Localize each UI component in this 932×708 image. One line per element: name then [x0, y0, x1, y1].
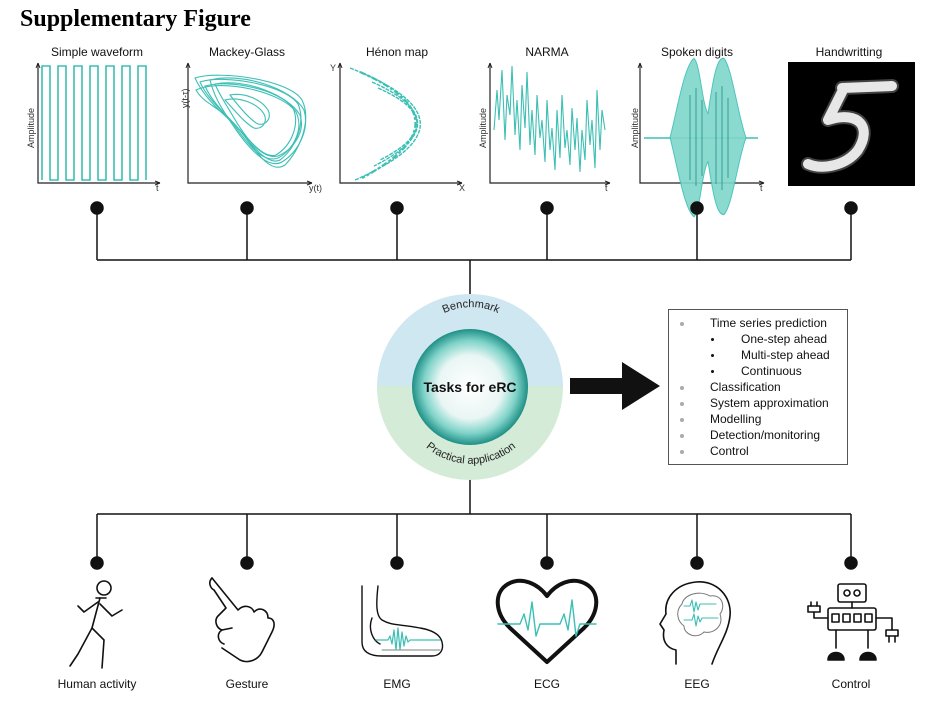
panel-title-handwriting: Handwritting: [815, 45, 883, 59]
panel-title-spoken-digits: Spoken digits: [660, 45, 734, 59]
grey-bullet-icon: [680, 386, 684, 390]
simple-waveform-xlabel: t: [156, 183, 159, 193]
spoken-digits-xlabel: t: [760, 183, 763, 193]
robot-icon: [807, 583, 899, 661]
task-list-item: Control: [710, 444, 749, 458]
application-connectors: [90, 480, 858, 570]
henon-map-plot: [337, 62, 463, 186]
panel-title-simple-waveform: Simple waveform: [50, 45, 144, 59]
panel-title-narma: NARMA: [525, 45, 569, 59]
grey-bullet-icon: [680, 322, 684, 326]
task-list-item: System approximation: [710, 396, 829, 410]
grey-bullet-icon: [680, 434, 684, 438]
panel-title-mackey-glass: Mackey-Glass: [208, 45, 285, 59]
task-list-item: Detection/monitoring: [710, 428, 821, 442]
panel-title-henon-map: Hénon map: [365, 45, 429, 59]
task-list-subitem: One-step ahead: [741, 332, 828, 346]
label-human-activity: Human activity: [57, 677, 137, 691]
grey-bullet-icon: [680, 418, 684, 422]
black-bullet-icon: [711, 338, 714, 341]
label-ecg: ECG: [533, 677, 560, 691]
handwriting-image: [788, 62, 915, 186]
right-arrow-icon: [570, 362, 660, 410]
spoken-digits-plot: [637, 57, 765, 218]
task-list-subitem: Multi-step ahead: [741, 348, 830, 362]
figure-title: Supplementary Figure: [20, 6, 251, 32]
henon-map-xlabel: X: [459, 183, 466, 193]
grey-bullet-icon: [680, 450, 684, 454]
benchmark-connectors: [90, 201, 858, 302]
mackey-glass-plot: [185, 62, 313, 186]
black-bullet-icon: [711, 370, 714, 373]
black-bullet-icon: [711, 354, 714, 357]
label-control: Control: [831, 677, 871, 691]
center-hub: [377, 294, 563, 480]
task-list-item: Classification: [710, 380, 781, 394]
narma-plot: [487, 62, 611, 186]
mackey-glass-xlabel: y(t): [309, 183, 322, 193]
head-brain-icon: [659, 581, 731, 665]
pointing-hand-icon: [209, 577, 275, 663]
label-emg: EMG: [383, 677, 411, 691]
grey-bullet-icon: [680, 402, 684, 406]
label-eeg: EEG: [684, 677, 710, 691]
narma-xlabel: t: [605, 183, 608, 193]
simple-waveform-plot: [35, 62, 161, 186]
task-list-item: Time series prediction: [710, 316, 827, 330]
task-list-item: Modelling: [710, 412, 762, 426]
arm-muscle-icon: [361, 585, 444, 657]
task-list-subitem: Continuous: [741, 364, 802, 378]
label-gesture: Gesture: [225, 677, 269, 691]
henon-map-ylabel: Y: [330, 63, 337, 73]
running-person-icon: [69, 580, 123, 669]
heart-ecg-icon: [495, 578, 599, 664]
